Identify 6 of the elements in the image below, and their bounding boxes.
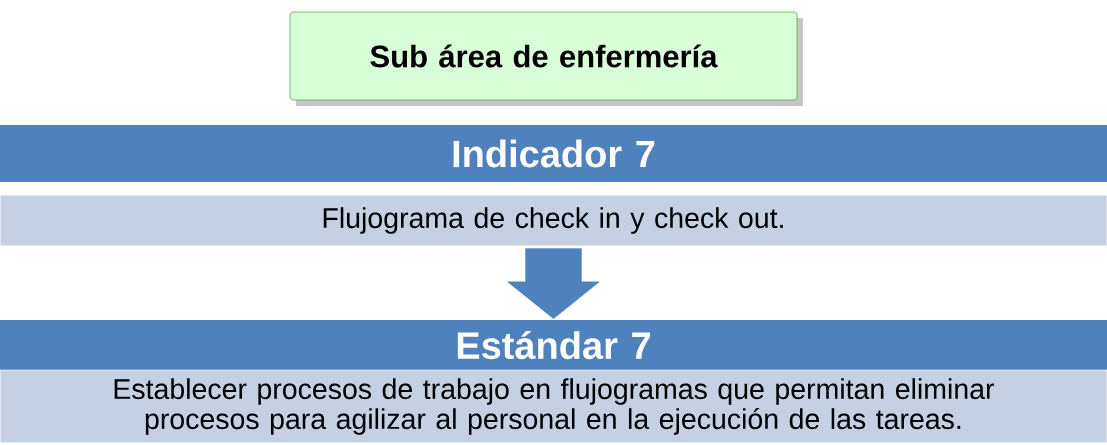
down-arrow <box>507 248 600 319</box>
title-box: Sub área de enfermería <box>289 11 798 101</box>
header-bar: Indicador 7 <box>0 125 1107 182</box>
text-bar: Flujograma de check in y check out. <box>0 194 1107 247</box>
header-bar: Estándar 7 <box>0 320 1107 370</box>
text-bar: Establecer procesos de trabajo en flujogramas que permitan eliminar procesos para agilizar al personal en la ejecución de las tareas. <box>0 369 1107 444</box>
